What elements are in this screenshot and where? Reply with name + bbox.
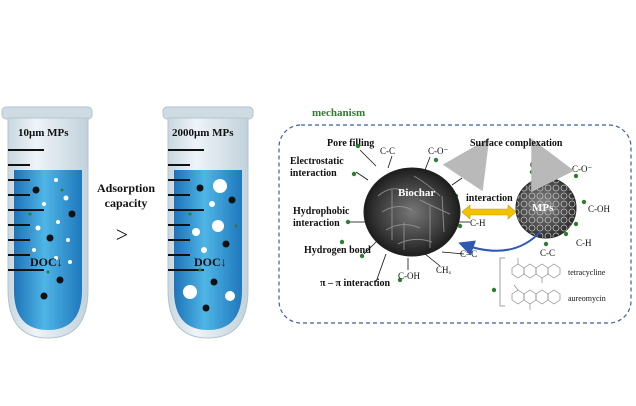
- biochar-group-ch: C-H: [470, 218, 486, 228]
- left-test-tube: 10μm MPs DOC↓: [1, 106, 93, 339]
- mechanism-border: [278, 124, 632, 324]
- biochar-group-co: C-O⁻: [428, 146, 448, 156]
- interaction-label: interaction: [466, 193, 513, 204]
- mps-group-ch: C-H: [576, 238, 592, 248]
- comparison: Adsorption capacity >: [97, 181, 155, 247]
- left-tube-doc-label: DOC↓: [30, 255, 63, 269]
- biochar-group-chx: CHₓ: [436, 265, 452, 275]
- mps-particle: MPs: [515, 177, 577, 239]
- biochar-label: Biochar: [398, 187, 435, 199]
- scale-ticks: [168, 149, 204, 271]
- biochar-group-cc: C-C: [380, 146, 395, 156]
- mechanism-labels: Pore filling Electrostatic interaction H…: [290, 138, 391, 289]
- right-tube-label: 2000μm MPs: [172, 127, 234, 139]
- adsorption-label: Adsorption: [97, 181, 155, 195]
- particles: [183, 179, 238, 312]
- pi-pi-interaction-label: π – π interaction: [320, 278, 391, 289]
- mps-group-cc: C-C: [540, 248, 555, 258]
- scale-ticks: [8, 149, 44, 271]
- biochar-group-c-double-c: C=C: [460, 249, 477, 259]
- biochar-group-coh: C-OH: [398, 271, 420, 281]
- aureomycin-label: aureomycin: [568, 294, 606, 303]
- tetracycline-label: tetracycline: [568, 268, 606, 277]
- mechanism-panel: mechanism Pore filling Electrostatic int…: [278, 107, 632, 324]
- mps-label: MPs: [532, 202, 554, 214]
- left-tube-label: 10μm MPs: [18, 127, 69, 139]
- hydrophobic-label: Hydrophobic: [293, 206, 350, 217]
- interaction-arrow: interaction: [461, 193, 517, 220]
- biochar-group-c-double-o: C=O: [464, 172, 482, 182]
- biochar-particle: Biochar: [363, 167, 461, 257]
- hydrogen-bond-label: Hydrogen bond: [304, 245, 371, 256]
- mechanism-title: mechanism: [312, 107, 365, 119]
- aureomycin-structure-icon: [511, 284, 561, 310]
- electrostatic-label: Electrostatic: [290, 156, 344, 167]
- electrostatic-interaction-label: interaction: [290, 168, 337, 179]
- tetracycline-structure-icon: [511, 258, 561, 283]
- right-tube-doc-label: DOC↓: [194, 255, 227, 269]
- mps-group-co: C-O⁻: [572, 164, 592, 174]
- hydrophobic-interaction-label: interaction: [293, 218, 340, 229]
- surface-complexation-arrows: [442, 138, 575, 193]
- pore-filling-label: Pore filling: [327, 138, 374, 149]
- curved-blue-arrow: [458, 231, 541, 256]
- right-test-tube: 2000μm MPs DOC↓: [162, 106, 254, 339]
- greater-than-symbol: >: [116, 222, 128, 247]
- capacity-label: capacity: [105, 196, 148, 210]
- mps-group-coh: C-OH: [588, 204, 610, 214]
- surface-complexation-label: Surface complexation: [470, 138, 563, 149]
- molecule-legend: tetracycline aureomycin: [499, 257, 606, 310]
- particles: [28, 178, 76, 300]
